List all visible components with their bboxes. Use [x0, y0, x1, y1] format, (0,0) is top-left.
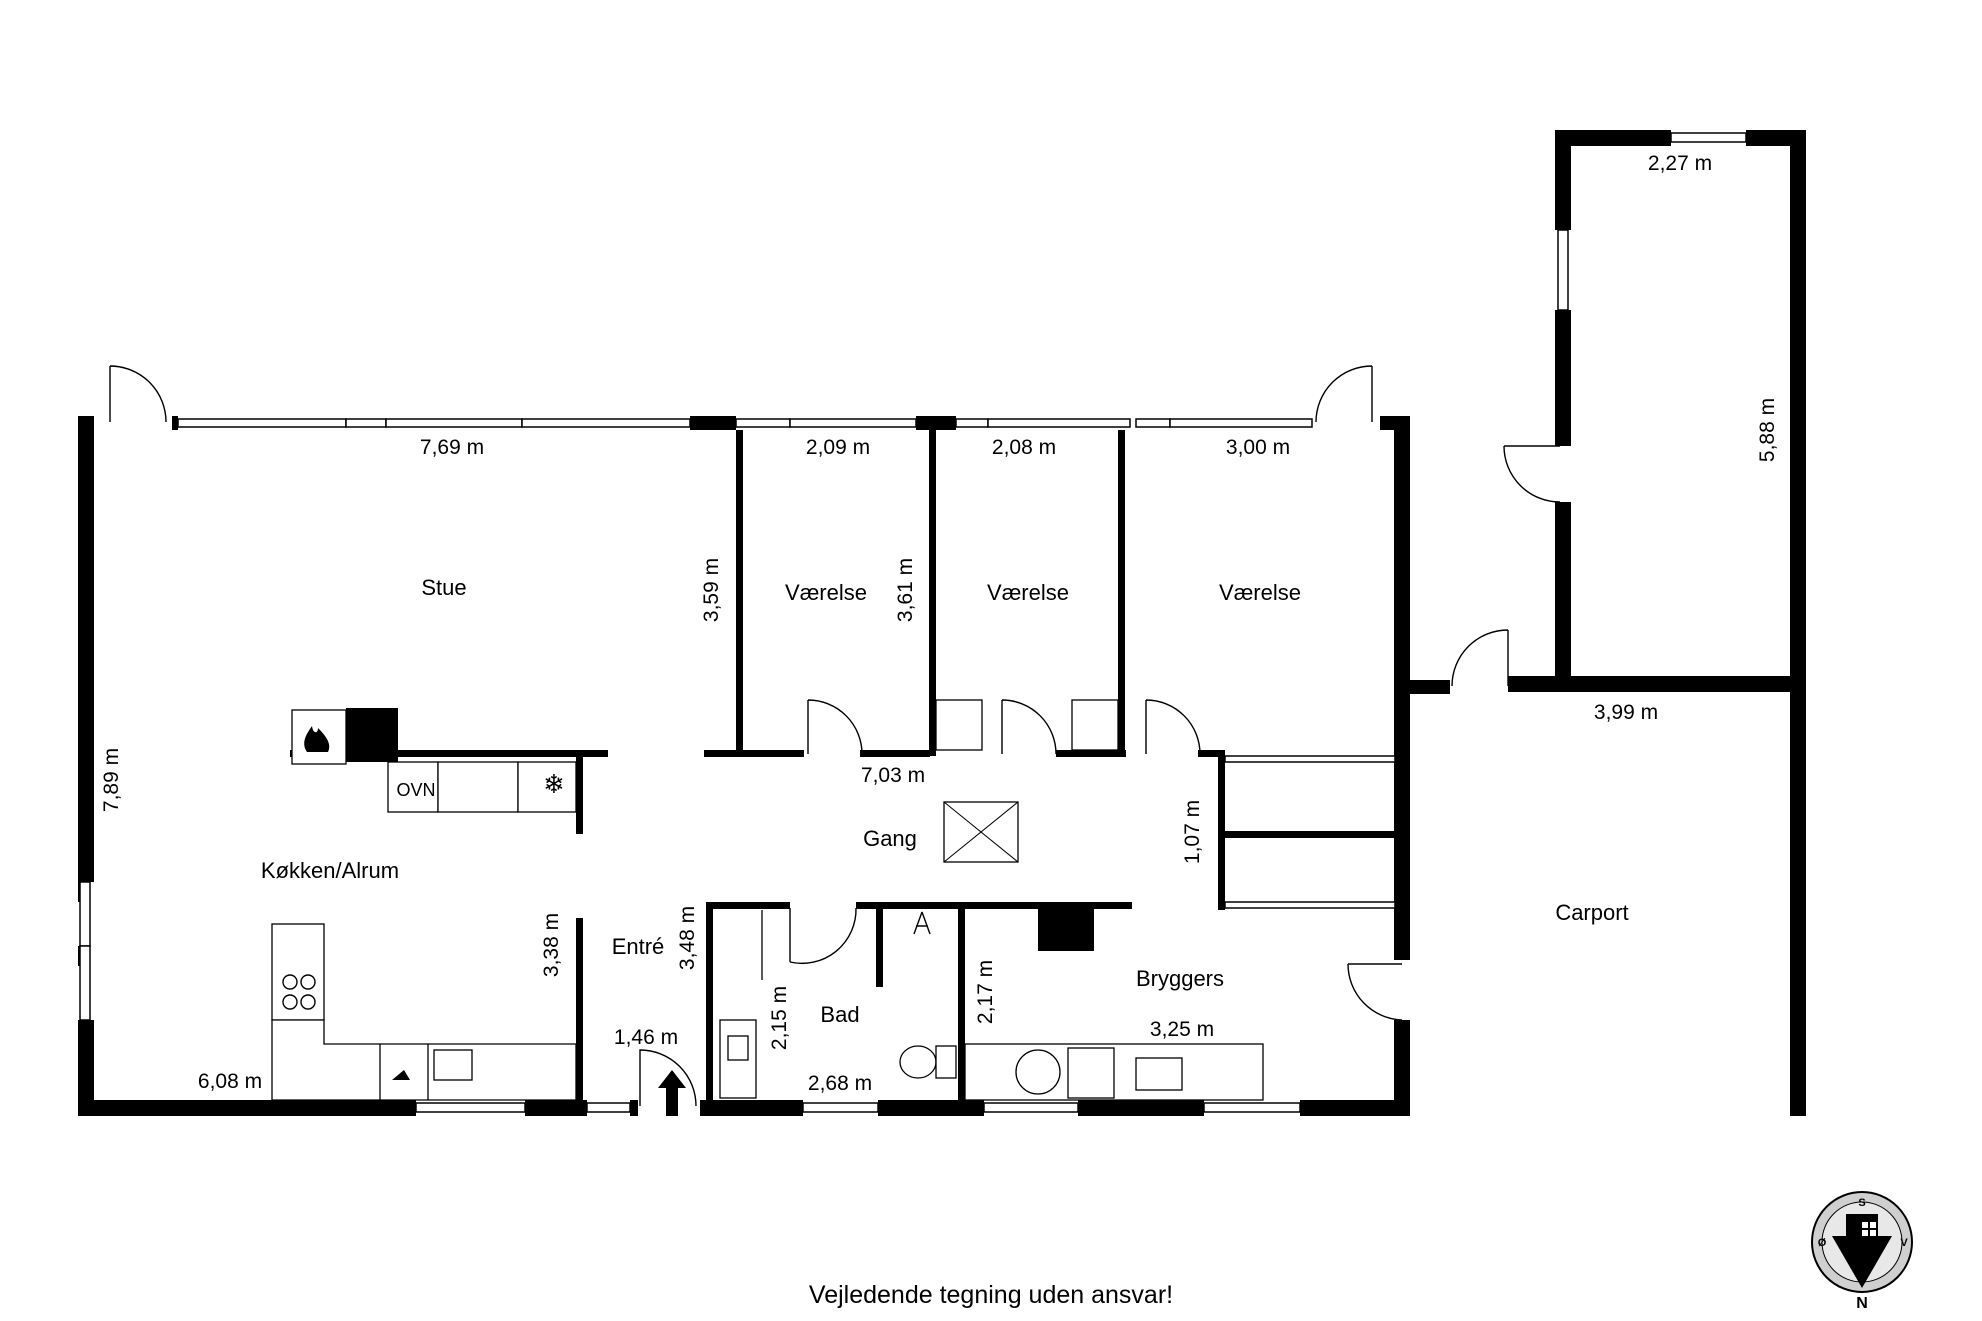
room-entre: Entré — [612, 934, 665, 959]
dimension-labels: 7,69 m 7,89 m 2,09 m 3,59 m 2,08 m 3,61 … — [100, 152, 1779, 1095]
compass-north: N — [1856, 1295, 1868, 1312]
dim-kokken-width: 6,08 m — [198, 1070, 262, 1093]
dim-vaerelse2-height: 3,61 m — [894, 558, 917, 622]
annex-walls — [1508, 130, 1806, 1116]
compass-south: S — [1858, 1197, 1865, 1209]
sink — [433, 1049, 473, 1081]
dim-carport-width: 3,99 m — [1594, 701, 1658, 724]
utility-sink — [1135, 1057, 1183, 1091]
compass-east: V — [1900, 1237, 1908, 1249]
room-bad: Bad — [820, 1002, 859, 1027]
dryer — [1067, 1047, 1115, 1099]
disclaimer: Vejledende tegning uden ansvar! — [808, 1281, 1174, 1309]
freezer — [517, 761, 577, 813]
room-carport: Carport — [1555, 900, 1628, 925]
snowflake-icon: ❄ — [543, 770, 565, 800]
dim-bad-height: 2,15 m — [768, 986, 791, 1050]
dim-vaerelse1-height: 3,59 m — [700, 558, 723, 622]
compass-north-arrow-icon — [1832, 1214, 1892, 1288]
room-labels: Stue Køkken/Alrum Værelse Værelse Værels… — [261, 575, 1629, 1027]
room-vaerelse-2: Værelse — [987, 580, 1069, 605]
room-stue: Stue — [421, 575, 466, 600]
dim-entre-width: 1,46 m — [614, 1026, 678, 1049]
entrance-arrow — [658, 1070, 686, 1116]
room-gang: Gang — [863, 826, 917, 851]
dim-annex-height: 5,88 m — [1756, 398, 1779, 462]
dim-stue-height: 7,89 m — [100, 748, 123, 812]
room-vaerelse-3: Værelse — [1219, 580, 1301, 605]
dim-gang-height: 1,07 m — [1181, 800, 1204, 864]
room-kokken: Køkken/Alrum — [261, 858, 399, 883]
doors — [109, 365, 1561, 1107]
dim-entre-height: 3,48 m — [676, 906, 699, 970]
dim-stue-width: 7,69 m — [420, 436, 484, 459]
oven-label: OVN — [396, 780, 435, 800]
room-bryggers: Bryggers — [1136, 966, 1224, 991]
fireplace-block — [346, 708, 398, 762]
dim-vaerelse3-width: 3,00 m — [1226, 436, 1290, 459]
dim-gang-width: 7,03 m — [861, 764, 925, 787]
room-vaerelse-1: Værelse — [785, 580, 867, 605]
dim-bryggers-width: 3,25 m — [1150, 1018, 1214, 1041]
annex-top-window — [1670, 132, 1747, 143]
dim-annex-width: 2,27 m — [1648, 152, 1712, 175]
compass-west: Ø — [1818, 1237, 1827, 1249]
compass: S Ø V N — [1811, 1191, 1913, 1312]
windows — [79, 418, 1396, 1113]
kitchen-fixtures: ❄ — [271, 708, 577, 1101]
dim-vaerelse1-width: 2,09 m — [806, 436, 870, 459]
annex-side-window — [1557, 229, 1569, 311]
bath-fixtures — [719, 699, 1264, 1101]
dim-bryggers-height: 2,17 m — [974, 960, 997, 1024]
dim-kokken-height: 3,38 m — [540, 913, 563, 977]
toilet — [899, 1045, 937, 1079]
dim-vaerelse2-width: 2,08 m — [992, 436, 1056, 459]
dim-bad-width: 2,68 m — [808, 1072, 872, 1095]
fire-icon — [304, 726, 330, 752]
walls — [78, 416, 1450, 1116]
washer — [1015, 1049, 1061, 1095]
